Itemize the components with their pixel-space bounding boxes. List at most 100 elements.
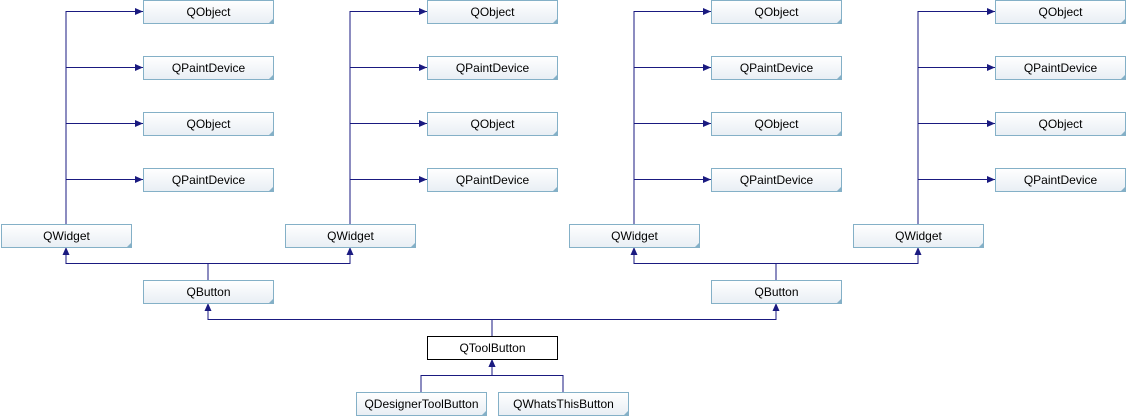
class-label: QPaintDevice [456,173,530,187]
arrowhead [346,247,354,255]
fold-corner-icon [836,130,842,136]
inheritance-edge [420,359,496,392]
arrowhead [419,176,427,183]
class-node-qbutton[interactable]: QButton [711,280,842,304]
class-box [427,56,558,80]
inheritance-edge [65,176,143,224]
class-label: QObject [754,117,799,131]
class-label: QPaintDevice [456,61,530,75]
class-label: QPaintDevice [172,61,246,75]
class-node-qwidget[interactable]: QWidget [569,224,700,248]
fold-corner-icon [1120,74,1126,80]
class-node-qobject[interactable]: QObject [143,112,274,136]
class-box [427,112,558,136]
fold-corner-icon [978,242,984,248]
fold-corner-icon [1120,18,1126,24]
arrowhead [135,8,143,15]
class-node-qbutton[interactable]: QButton [143,280,274,304]
inheritance-edge [488,359,564,392]
class-node-qpaintdevice[interactable]: QPaintDevice [427,168,558,192]
arrowhead [204,303,212,311]
class-node-qobject[interactable]: QObject [995,0,1126,24]
class-label: QPaintDevice [172,173,246,187]
class-node-qobject[interactable]: QObject [143,0,274,24]
class-label: QDesignerToolButton [364,397,478,411]
inheritance-edge [349,8,427,224]
class-node-qpaintdevice[interactable]: QPaintDevice [143,168,274,192]
class-label: QObject [470,5,515,19]
fold-corner-icon [552,186,558,192]
class-box [569,224,700,248]
class-node-qobject[interactable]: QObject [427,112,558,136]
class-node-qwhatsthisbutton[interactable]: QWhatsThisButton [498,392,629,416]
class-node-qwidget[interactable]: QWidget [853,224,984,248]
class-label: QWidget [43,229,90,243]
class-node-qpaintdevice[interactable]: QPaintDevice [143,56,274,80]
class-node-qobject[interactable]: QObject [711,0,842,24]
arrowhead [488,359,496,367]
arrowhead [987,8,995,15]
inheritance-edge [633,64,711,224]
inheritance-edge [65,120,143,224]
class-node-qpaintdevice[interactable]: QPaintDevice [711,168,842,192]
fold-corner-icon [268,186,274,192]
fold-corner-icon [1120,130,1126,136]
arrowhead [987,176,995,183]
class-label: QPaintDevice [1024,61,1098,75]
fold-corner-icon [836,18,842,24]
inheritance-edge [917,120,995,224]
class-node-qpaintdevice[interactable]: QPaintDevice [427,56,558,80]
inheritance-edge [349,120,427,224]
inheritance-edge [65,8,143,224]
arrowhead [987,64,995,71]
class-box [711,0,842,24]
arrowhead [772,303,780,311]
class-label: QObject [186,5,231,19]
class-node-qtoolbutton: QToolButton [427,336,558,360]
class-node-qwidget[interactable]: QWidget [285,224,416,248]
fold-corner-icon [126,242,132,248]
class-box [711,56,842,80]
class-box [427,0,558,24]
class-node-qobject[interactable]: QObject [711,112,842,136]
fold-corner-icon [410,242,416,248]
class-label: QObject [470,117,515,131]
class-node-qwidget[interactable]: QWidget [1,224,132,248]
class-box [711,112,842,136]
inheritance-edge [630,247,777,280]
class-label: QObject [1038,5,1083,19]
class-node-qpaintdevice[interactable]: QPaintDevice [711,56,842,80]
class-box [143,56,274,80]
class-box [143,168,274,192]
class-label: QButton [754,285,798,299]
class-box [143,112,274,136]
arrowhead [62,247,70,255]
arrowhead [703,176,711,183]
class-box [143,0,274,24]
class-label: QObject [754,5,799,19]
arrowhead [914,247,922,255]
class-node-qobject[interactable]: QObject [995,112,1126,136]
class-node-qpaintdevice[interactable]: QPaintDevice [995,168,1126,192]
inheritance-edge [633,8,711,224]
inheritance-edge [917,176,995,224]
class-box [853,224,984,248]
class-label: QPaintDevice [740,61,814,75]
class-node-qpaintdevice[interactable]: QPaintDevice [995,56,1126,80]
arrowhead [630,247,638,255]
class-node-qobject[interactable]: QObject [427,0,558,24]
class-box [427,168,558,192]
edges-layer [62,8,995,392]
class-box [427,336,558,360]
class-label: QWhatsThisButton [513,397,614,411]
inheritance-edge [207,247,354,280]
class-box [711,280,842,304]
arrowhead [703,64,711,71]
class-box [143,280,274,304]
inheritance-edge [633,120,711,224]
class-node-qdesignertoolbutton[interactable]: QDesignerToolButton [356,392,487,416]
class-label: QWidget [611,229,658,243]
fold-corner-icon [268,298,274,304]
arrowhead [419,8,427,15]
